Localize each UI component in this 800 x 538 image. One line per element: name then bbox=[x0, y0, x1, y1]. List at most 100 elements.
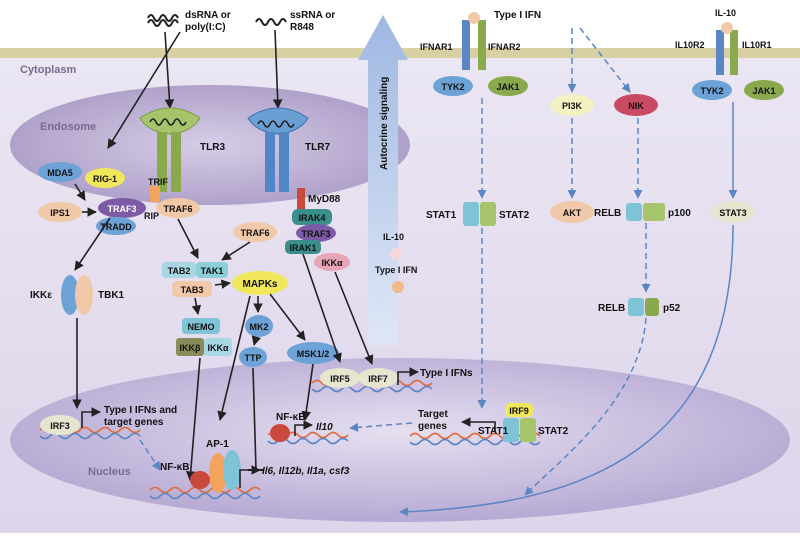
il10-mid-ligand bbox=[390, 248, 402, 260]
relb-a bbox=[626, 203, 642, 221]
svg-text:TYK2: TYK2 bbox=[700, 86, 723, 96]
rig1 bbox=[85, 168, 125, 188]
svg-text:MSK1/2: MSK1/2 bbox=[297, 349, 330, 359]
stat1-a-label: STAT1 bbox=[426, 210, 457, 221]
svg-text:IRF7: IRF7 bbox=[368, 374, 388, 384]
type1ifn-top-label: Type I IFN bbox=[494, 10, 541, 21]
svg-text:IRF9: IRF9 bbox=[509, 406, 529, 416]
relb-b-label: RELB bbox=[598, 303, 625, 314]
p100-label: p100 bbox=[668, 208, 691, 219]
ssrna-strand bbox=[255, 18, 287, 26]
type1ifn-mid-ligand bbox=[392, 281, 404, 293]
ikke bbox=[61, 275, 79, 315]
svg-text:IRF5: IRF5 bbox=[330, 374, 350, 384]
nemo bbox=[182, 318, 220, 334]
il10-receptor bbox=[716, 30, 738, 75]
traf3-left bbox=[98, 198, 146, 218]
ikka-left bbox=[204, 338, 232, 356]
rip-label: RIP bbox=[144, 211, 159, 221]
svg-text:TAB3: TAB3 bbox=[181, 285, 204, 295]
target-genes-2: genes bbox=[418, 421, 447, 432]
ikka-right bbox=[314, 253, 350, 271]
dsrna-strand bbox=[147, 14, 179, 22]
ap1-b bbox=[223, 450, 241, 490]
svg-text:TRAF3: TRAF3 bbox=[302, 229, 331, 239]
irak4 bbox=[292, 209, 332, 225]
stat1-n-label: STAT1 bbox=[478, 426, 509, 437]
ssrna-label-2: R848 bbox=[290, 22, 314, 33]
jak1-b bbox=[744, 80, 784, 100]
nfkb-mid-label: NF-κB bbox=[276, 412, 305, 423]
svg-text:IKKβ: IKKβ bbox=[180, 343, 201, 353]
autocrine-arrow bbox=[358, 15, 408, 345]
svg-text:IPS1: IPS1 bbox=[50, 208, 70, 218]
svg-text:NIK: NIK bbox=[628, 101, 644, 111]
tlr3-receptor bbox=[139, 107, 201, 192]
p52-label: p52 bbox=[663, 303, 681, 314]
akt bbox=[550, 201, 594, 223]
nucleus bbox=[10, 358, 790, 522]
il10-gene: Il10 bbox=[316, 422, 333, 433]
cytoplasm-label: Cytoplasm bbox=[20, 64, 76, 76]
stat2-n bbox=[520, 418, 536, 442]
svg-text:TTP: TTP bbox=[245, 353, 262, 363]
svg-text:TRAF6: TRAF6 bbox=[164, 204, 193, 214]
svg-text:TAK1: TAK1 bbox=[201, 266, 224, 276]
ikkb bbox=[176, 338, 204, 356]
tak1 bbox=[196, 262, 228, 278]
traf6-left bbox=[156, 198, 200, 218]
stat3 bbox=[711, 201, 755, 223]
ssrna-label-1: ssRNA or bbox=[290, 10, 335, 21]
svg-text:PI3K: PI3K bbox=[562, 101, 583, 111]
stat2-a bbox=[480, 202, 496, 226]
mda5 bbox=[38, 162, 82, 182]
trif-label: TRIF bbox=[148, 177, 168, 187]
svg-text:TAB2: TAB2 bbox=[168, 266, 191, 276]
cytokine-genes: Il6, Il12b, Il1a, csf3 bbox=[262, 466, 350, 477]
stat2-n-label: STAT2 bbox=[538, 426, 569, 437]
target-genes-1: Target bbox=[418, 409, 448, 420]
il10r1-label: IL10R1 bbox=[742, 40, 772, 50]
type1ifn-ligand bbox=[468, 12, 480, 24]
svg-text:TRAF3: TRAF3 bbox=[108, 204, 137, 214]
tyk2-a bbox=[433, 76, 473, 96]
jak1-a bbox=[488, 76, 528, 96]
tradd bbox=[96, 217, 136, 235]
tab3 bbox=[172, 281, 212, 297]
autocrine-label: Autocrine signaling bbox=[379, 77, 390, 170]
myd88-shape bbox=[297, 188, 305, 210]
stat1-n bbox=[503, 418, 519, 442]
irf9 bbox=[505, 403, 533, 417]
ifnar-receptor bbox=[462, 20, 486, 70]
relb-a-label: RELB bbox=[594, 208, 621, 219]
svg-text:JAK1: JAK1 bbox=[752, 86, 775, 96]
il10-ligand bbox=[721, 22, 733, 34]
ips1 bbox=[38, 202, 82, 222]
ifnar2-label: IFNAR2 bbox=[488, 42, 521, 52]
ap1-a bbox=[209, 453, 227, 493]
msk12 bbox=[287, 342, 339, 364]
il10r2-label: IL10R2 bbox=[675, 40, 705, 50]
tlr3-label: TLR3 bbox=[200, 142, 225, 153]
svg-text:IRAK1: IRAK1 bbox=[289, 243, 316, 253]
svg-text:TRADD: TRADD bbox=[100, 222, 132, 232]
svg-text:JAK1: JAK1 bbox=[496, 82, 519, 92]
ap1-label: AP-1 bbox=[206, 439, 229, 450]
svg-text:RIG-1: RIG-1 bbox=[93, 174, 117, 184]
svg-text:STAT3: STAT3 bbox=[719, 208, 746, 218]
irf-targets: Type I IFNs bbox=[420, 368, 473, 379]
p100 bbox=[643, 203, 665, 221]
irf5 bbox=[320, 368, 360, 388]
ikke-label: IKKε bbox=[30, 290, 52, 301]
svg-text:IRF3: IRF3 bbox=[50, 421, 70, 431]
relb-b bbox=[628, 298, 644, 316]
svg-text:IKKα: IKKα bbox=[207, 343, 228, 353]
p52 bbox=[645, 298, 659, 316]
pi3k bbox=[550, 94, 594, 116]
nik bbox=[614, 94, 658, 116]
tyk2-b bbox=[692, 80, 732, 100]
type1ifn-mid-label: Type I IFN bbox=[375, 265, 417, 275]
dna-stat bbox=[409, 432, 541, 446]
